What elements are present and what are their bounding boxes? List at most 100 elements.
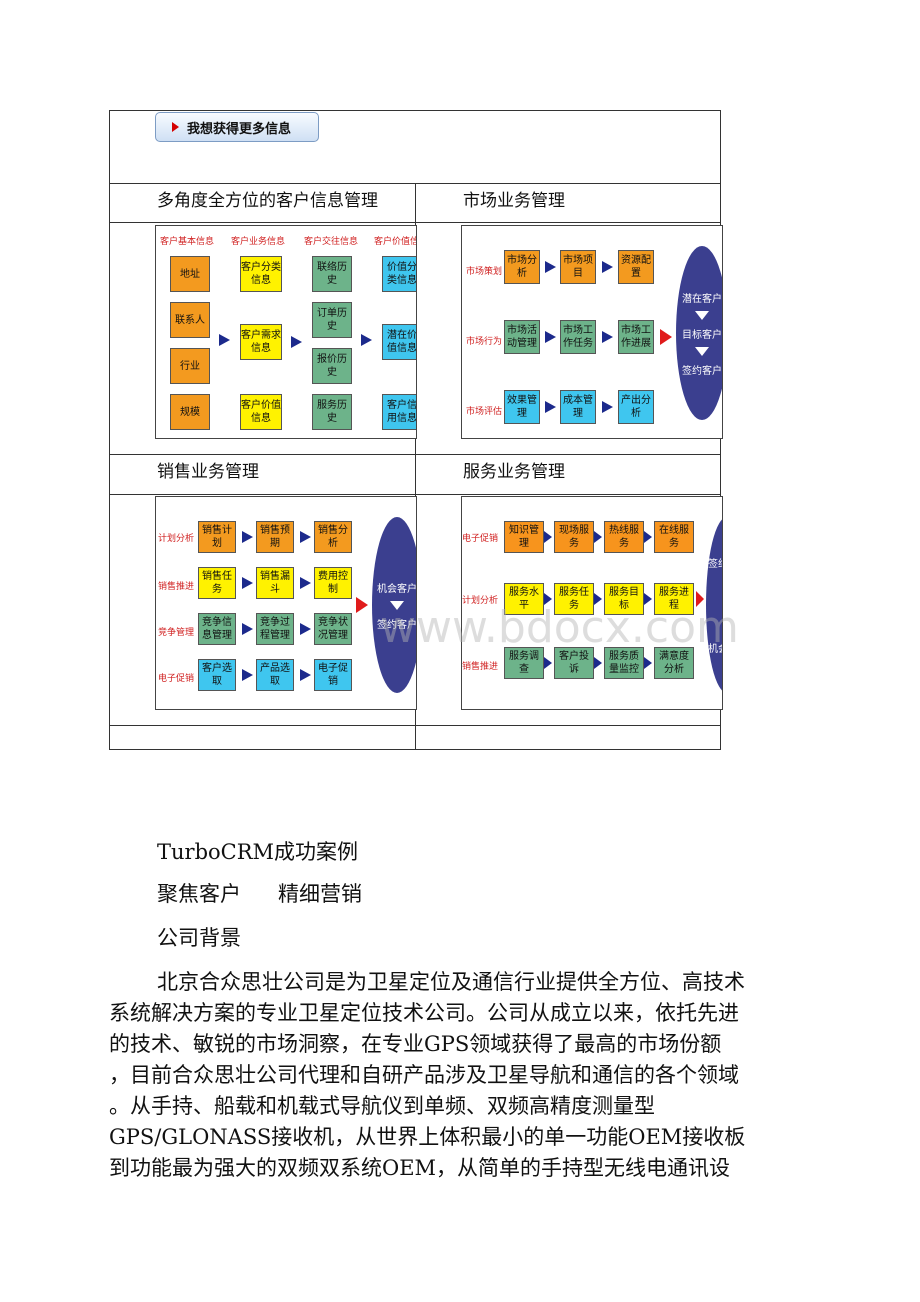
row-label: 市场策划: [466, 267, 503, 277]
diagram-box: 客户价值信息: [240, 394, 282, 430]
more-info-button[interactable]: 我想获得更多信息: [155, 112, 319, 142]
flow-arrow-icon: [242, 531, 253, 543]
diagram-box: 行业: [170, 348, 210, 384]
market-title: 市场业务管理: [463, 191, 565, 211]
body-line: 系统解决方案的专业卫星定位技术公司。公司从成立以来，依托先进: [109, 1001, 739, 1025]
flow-arrow-icon: [545, 331, 556, 343]
diagram-box: 客户选取: [198, 659, 236, 691]
diagram-box: 客户需求信息: [240, 324, 282, 360]
body-line: 北京合众思壮公司是为卫星定位及通信行业提供全方位、高技术: [157, 970, 745, 994]
body-line: 到功能最为强大的双频双系统OEM，从简单的手持型无线电通讯设: [109, 1156, 731, 1180]
row-label: 市场评估: [466, 407, 503, 417]
diagram-box: 服务目标: [604, 583, 644, 615]
flow-arrow-icon: [544, 593, 552, 605]
diagram-box: 市场项目: [560, 250, 596, 284]
diagram-box: 销售漏斗: [256, 567, 294, 599]
flow-arrow-icon: [291, 336, 302, 348]
ellipse-label: 签约客户: [682, 365, 722, 377]
ellipse-label: 潜在客户: [682, 293, 722, 305]
diagram-box: 服务进程: [654, 583, 694, 615]
down-arrow-icon: [695, 346, 709, 356]
diagram-box: 销售分析: [314, 521, 352, 553]
diagram-box: 服务任务: [554, 583, 594, 615]
sales-title: 销售业务管理: [157, 462, 259, 482]
case-heading: TurboCRM成功案例: [157, 840, 359, 864]
flow-arrow-icon: [300, 623, 311, 635]
flow-arrow-icon: [696, 591, 704, 607]
flow-arrow-icon: [594, 657, 602, 669]
diagram-box: 联络历史: [312, 256, 352, 292]
diagram-box: 销售计划: [198, 521, 236, 553]
diagram-header: 客户业务信息: [231, 237, 286, 247]
diagram-box: 报价历史: [312, 348, 352, 384]
diagram-box: 客户信用信息: [382, 394, 416, 430]
diagram-header: 客户交往信息: [304, 237, 359, 247]
down-arrow-icon: [390, 600, 404, 610]
diagram-box: 市场分析: [504, 250, 540, 284]
diagram-box: 资源配置: [618, 250, 654, 284]
diagram-box: 服务水平: [504, 583, 544, 615]
body-line: 的技术、敏锐的市场洞察，在专业GPS领域获得了最高的市场份额: [109, 1032, 722, 1056]
row-label: 电子促销: [158, 674, 195, 684]
row-label: 计划分析: [462, 596, 499, 606]
flow-arrow-icon: [361, 334, 372, 346]
flow-arrow-icon: [242, 669, 253, 681]
flow-arrow-icon: [644, 657, 652, 669]
row-label: 销售推进: [158, 582, 195, 592]
flow-arrow-icon: [356, 597, 368, 613]
flow-arrow-icon: [644, 593, 652, 605]
diagram-header: 客户价值信: [374, 237, 417, 247]
body-line: ，目前合众思壮公司代理和自研产品涉及卫星导航和通信的各个领域: [109, 1063, 739, 1087]
row-label: 电子促销: [462, 534, 499, 544]
diagram-box: 客户投诉: [554, 647, 594, 679]
diagram-box: 服务质量监控: [604, 647, 644, 679]
diagram-box: 电子促销: [314, 659, 352, 691]
flow-arrow-icon: [544, 531, 552, 543]
watermark: www.bdocx.com: [380, 602, 739, 653]
diagram-box: 服务调查: [504, 647, 544, 679]
flow-arrow-icon: [300, 531, 311, 543]
flow-arrow-icon: [545, 401, 556, 413]
ellipse-label: 签约客户: [377, 619, 417, 631]
ellipse-label: 签约: [708, 559, 722, 570]
diagram-box: 效果管理: [504, 390, 540, 424]
flow-arrow-icon: [242, 577, 253, 589]
diagram-box: 服务历史: [312, 394, 352, 430]
table-divider: [415, 183, 416, 750]
flow-arrow-icon: [660, 329, 672, 345]
diagram-box: 现场服务: [554, 521, 594, 553]
row-label: 销售推进: [462, 662, 499, 672]
sales-diagram: 计划分析 销售推进 竞争管理 电子促销 销售计划 销售预期 销售分析 销售任务 …: [155, 496, 417, 710]
customer-stage-ellipse: 机会客户 签约客户: [372, 517, 417, 693]
row-label: 竞争管理: [158, 628, 195, 638]
flow-arrow-icon: [594, 531, 602, 543]
flow-arrow-icon: [219, 334, 230, 346]
service-diagram: 电子促销 计划分析 销售推进 知识管理 现场服务 热线服务 在线服务 服务水平 …: [461, 496, 723, 710]
play-arrow-icon: [172, 122, 179, 132]
customer-stage-ellipse: 签约 机会: [706, 517, 722, 693]
diagram-box: 产品选取: [256, 659, 294, 691]
flow-arrow-icon: [594, 593, 602, 605]
flow-arrow-icon: [242, 623, 253, 635]
diagram-box: 市场工作进展: [618, 320, 654, 354]
body-line: GPS/GLONASS接收机，从世界上体积最小的单一功能OEM接收板: [109, 1125, 746, 1149]
customer-info-title: 多角度全方位的客户信息管理: [157, 191, 378, 211]
row-label: 市场行为: [466, 337, 503, 347]
diagram-box: 市场工作任务: [560, 320, 596, 354]
diagram-box: 热线服务: [604, 521, 644, 553]
body-line: 。从手持、船载和机载式导航仪到单频、双频高精度测量型: [109, 1094, 655, 1118]
subheading-left: 聚焦客户: [157, 882, 241, 906]
flow-arrow-icon: [300, 669, 311, 681]
diagram-box: 销售任务: [198, 567, 236, 599]
diagram-box: 产出分析: [618, 390, 654, 424]
diagram-box: 地址: [170, 256, 210, 292]
subheading-right: 精细营销: [278, 882, 362, 906]
service-title: 服务业务管理: [463, 462, 565, 482]
diagram-box: 市场活动管理: [504, 320, 540, 354]
flow-arrow-icon: [545, 261, 556, 273]
down-arrow-icon: [695, 310, 709, 320]
customer-stage-ellipse: 潜在客户 目标客户 签约客户: [676, 246, 722, 420]
section-heading: 公司背景: [157, 926, 241, 950]
diagram-box: 在线服务: [654, 521, 694, 553]
diagram-box: 满意度分析: [654, 647, 694, 679]
